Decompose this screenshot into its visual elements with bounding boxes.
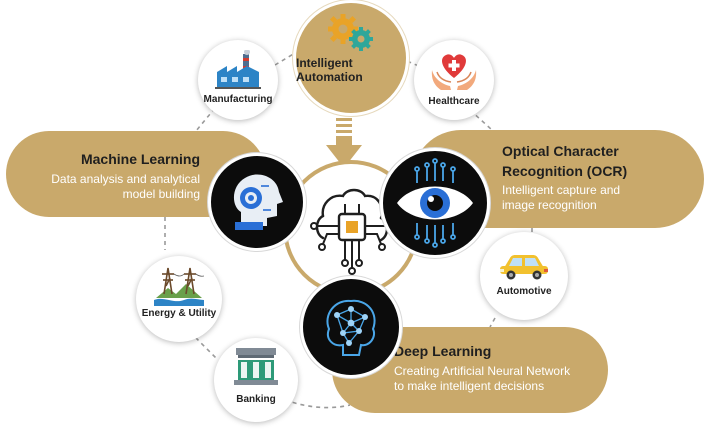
banking-label: Banking: [236, 394, 276, 405]
deep-learning-title: Deep Learning: [394, 343, 492, 359]
deep-learning-desc-line2: to make intelligent decisions: [394, 379, 545, 393]
bank-icon: [234, 348, 278, 385]
intelligent-automation-label-line1: Intelligent: [296, 56, 353, 70]
energy-utility-label: Energy & Utility: [141, 308, 217, 319]
ocr-icon-circle: [380, 148, 490, 258]
intelligent-automation-label-line2: Automation: [296, 70, 363, 84]
manufacturing-label: Manufacturing: [203, 94, 273, 105]
machine-learning-title: Machine Learning: [80, 151, 200, 167]
neural-brain-icon: [326, 299, 376, 356]
machine-learning-pill: Machine Learning Data analysis and analy…: [6, 131, 266, 217]
energy-utility-node: Energy & Utility: [136, 256, 222, 342]
heart-hands-icon: [431, 54, 477, 90]
deep-learning-icon-circle: [300, 276, 402, 378]
machine-learning-icon-circle: [208, 153, 306, 251]
circuit-eye-icon: [397, 158, 473, 248]
down-arrow-icon: [326, 118, 362, 168]
intelligent-automation-node: Intelligent Automation: [293, 0, 409, 116]
deep-learning-desc-line1: Creating Artificial Neural Network: [394, 364, 571, 378]
automotive-node: Automotive: [480, 232, 568, 320]
ocr-title-line1: Optical Character: [502, 143, 619, 159]
cpu-brain-icon: [310, 188, 394, 275]
power-tower-icon: [154, 267, 204, 306]
ocr-desc-line1: Intelligent capture and: [502, 183, 621, 197]
deep-learning-pill: Deep Learning Creating Artificial Neural…: [332, 327, 608, 413]
robot-head-icon: [233, 174, 283, 230]
ocr-title-line2: Recognition (OCR): [502, 163, 628, 179]
manufacturing-node: Manufacturing: [198, 40, 278, 120]
automotive-label: Automotive: [496, 286, 552, 297]
factory-icon: [215, 50, 261, 89]
healthcare-node: Healthcare: [414, 40, 494, 120]
gears-icon: [328, 14, 373, 51]
machine-learning-desc-line1: Data analysis and analytical: [51, 172, 200, 186]
banking-node: Banking: [214, 338, 298, 422]
healthcare-label: Healthcare: [428, 96, 480, 107]
car-icon: [500, 255, 548, 280]
machine-learning-desc-line2: model building: [122, 187, 200, 201]
ocr-desc-line2: image recognition: [502, 198, 597, 212]
